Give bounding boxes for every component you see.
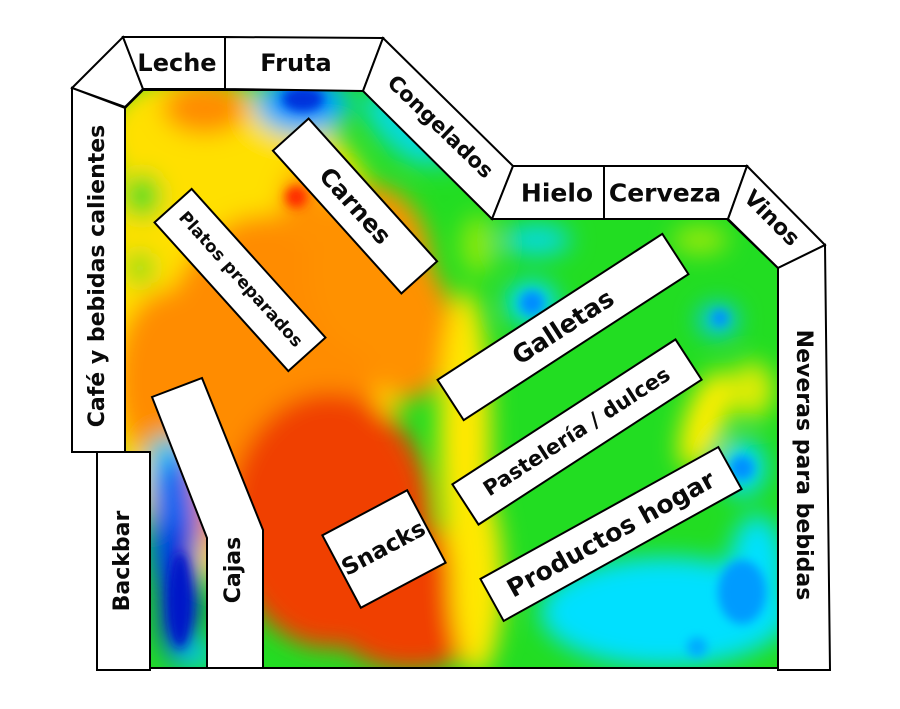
shelf-label-leche: Leche <box>137 49 217 77</box>
zone-box-snacks <box>321 488 447 610</box>
zone-box-galletas <box>436 232 690 422</box>
shelf-label-hielo: Hielo <box>520 178 594 208</box>
zone-box-platos-preparados <box>153 187 327 373</box>
shelf-label-neveras: Neveras para bebidas <box>791 329 816 601</box>
shelf-label-cerveza: Cerveza <box>608 178 722 208</box>
shelf-box-backbar <box>96 451 151 671</box>
zone-box-carnes <box>271 117 439 295</box>
shelf-label-cafe: Café y bebidas calientes <box>85 124 110 428</box>
zone-box-productos-hogar <box>479 445 743 623</box>
shelf-label-fruta: Fruta <box>260 49 332 77</box>
zone-box-pasteleria-dulces <box>451 338 703 526</box>
shelf-box-cajas <box>150 376 264 669</box>
shelf-label-cajas: Cajas <box>221 536 246 604</box>
shelf-label-backbar: Backbar <box>110 510 135 612</box>
heatmap-cores <box>169 90 766 657</box>
shelf-box-neveras <box>777 243 832 671</box>
